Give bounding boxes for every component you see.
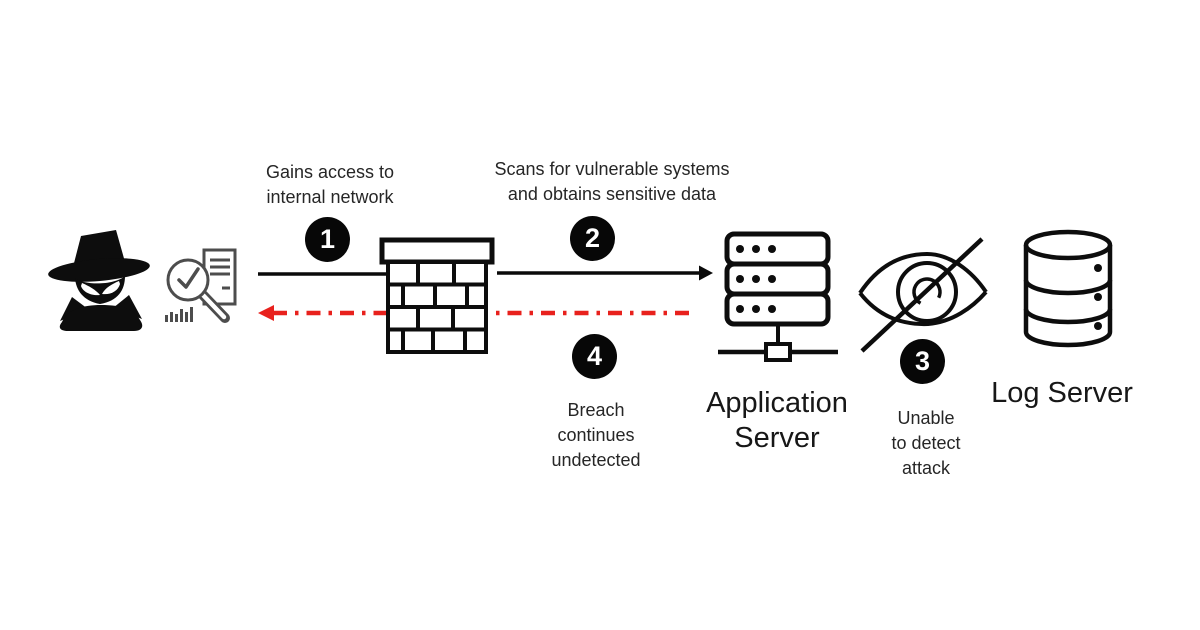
database-cylinder-icon bbox=[1023, 229, 1113, 348]
step-3-badge: 3 bbox=[900, 339, 945, 384]
step-1-label: Gains access to internal network bbox=[265, 162, 395, 207]
checkmark-icon bbox=[177, 267, 200, 289]
network-node-icon bbox=[764, 342, 792, 362]
firewall-brick-icon bbox=[379, 237, 495, 354]
step-4-badge: 4 bbox=[572, 334, 617, 379]
step-2-badge: 2 bbox=[570, 216, 615, 261]
arrow-firewall-to-server-head bbox=[699, 265, 713, 281]
step-1-number: 1 bbox=[319, 224, 336, 254]
server-stack-icon bbox=[718, 231, 838, 362]
spy-icon bbox=[48, 230, 150, 331]
step-1-badge: 1 bbox=[305, 217, 350, 262]
step-4-number: 4 bbox=[586, 341, 603, 371]
application-server-label: Application Server bbox=[706, 387, 848, 454]
log-server-label: Log Server bbox=[991, 377, 1133, 409]
step-2-number: 2 bbox=[584, 223, 601, 253]
mini-bar-chart-icon bbox=[165, 307, 193, 322]
red-breach-return-arrow-head bbox=[258, 305, 274, 321]
magnifier-report-icon bbox=[165, 248, 237, 323]
step-2-label: Scans for vulnerable systems and obtains… bbox=[494, 159, 730, 204]
step-3-label: Unable to detect attack bbox=[891, 408, 961, 478]
step-4-label: Breach continues undetected bbox=[551, 400, 641, 470]
step-3-number: 3 bbox=[914, 346, 931, 376]
eye-slash-icon bbox=[858, 237, 988, 353]
